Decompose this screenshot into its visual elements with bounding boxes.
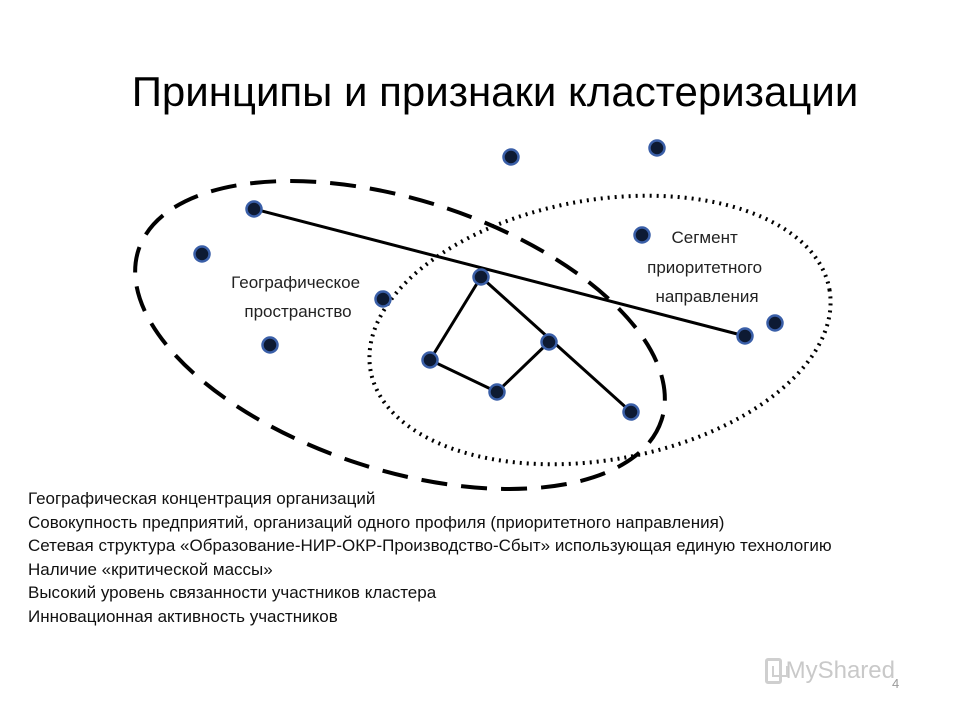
page-number: 4: [892, 676, 900, 691]
feature-item: Высокий уровень связанности участников к…: [28, 583, 437, 602]
watermark-text: MyShared: [785, 657, 895, 684]
node: [648, 139, 666, 157]
node: [245, 200, 263, 218]
geographic-space-label-line1: Географическое: [231, 273, 360, 292]
node: [633, 226, 651, 244]
node: [421, 351, 439, 369]
cluster-nodes: [193, 139, 784, 421]
node: [540, 333, 558, 351]
node: [261, 336, 279, 354]
feature-item: Географическая концентрация организаций: [28, 489, 376, 508]
node: [736, 327, 754, 345]
geographic-space-label: Географическое пространство: [231, 273, 365, 321]
priority-segment-ellipse: [367, 193, 833, 467]
priority-segment-label-line3: направления: [655, 287, 758, 306]
watermark: MyShared: [765, 654, 895, 688]
connection-line: [429, 358, 498, 394]
connection-line: [495, 340, 551, 394]
node: [766, 314, 784, 332]
slide-title: Принципы и признаки кластеризации: [131, 68, 859, 115]
priority-segment-label: Сегмент приоритетного направления: [647, 228, 767, 306]
priority-segment-label-line1: Сегмент: [672, 228, 738, 247]
node: [472, 268, 490, 286]
feature-item: Совокупность предприятий, организаций од…: [28, 512, 725, 532]
myshared-logo-icon: [765, 658, 788, 684]
connection-line: [428, 276, 483, 361]
geographic-space-ellipse: [133, 179, 667, 491]
features-list: Географическая концентрация организаций …: [28, 487, 888, 628]
connection-line: [253, 207, 746, 338]
node: [502, 148, 520, 166]
geographic-space-label-line2: пространство: [244, 302, 351, 321]
feature-item: Инновационная активность участников: [28, 606, 338, 626]
node: [374, 290, 392, 308]
priority-segment-label-line2: приоритетного: [647, 258, 762, 277]
node: [488, 383, 506, 401]
node: [622, 403, 640, 421]
feature-item: Наличие «критической массы»: [28, 559, 273, 579]
node: [193, 245, 211, 263]
feature-item: Сетевая структура «Образование-НИР-ОКР-П…: [28, 536, 832, 555]
